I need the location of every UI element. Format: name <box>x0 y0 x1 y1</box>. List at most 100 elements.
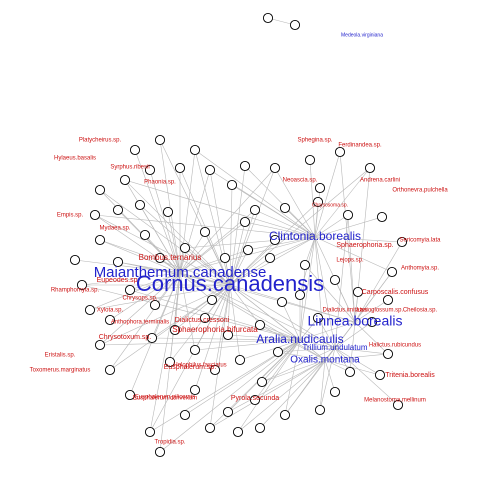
interaction-edge <box>227 334 301 341</box>
species-node <box>249 394 261 406</box>
interaction-edge <box>277 351 326 361</box>
species-node <box>149 299 161 311</box>
species-node <box>279 202 291 214</box>
insect-label: Sphegina.sp. <box>297 138 332 144</box>
interaction-edge <box>317 317 356 323</box>
insect-label: Hylaeus.basalis <box>54 156 96 162</box>
insect-label: Syrphus.ribesii <box>110 165 149 171</box>
species-node <box>312 312 324 324</box>
insect-label: Mydaea.sp. <box>99 226 130 232</box>
interaction-edge <box>247 236 316 251</box>
interaction-edge <box>129 284 231 291</box>
species-node <box>329 386 341 398</box>
interaction-edge <box>334 347 389 355</box>
interaction-edge <box>109 272 181 371</box>
interaction-edge <box>334 347 381 376</box>
node-layer <box>69 12 408 458</box>
interaction-edge <box>314 236 326 361</box>
interaction-edge <box>229 284 241 361</box>
species-node <box>154 446 166 458</box>
interaction-edge <box>314 236 393 273</box>
species-node <box>124 389 136 401</box>
species-node <box>289 19 301 31</box>
interaction-edge <box>334 321 356 349</box>
interaction-edge <box>259 324 301 341</box>
interaction-edge <box>227 339 301 413</box>
interaction-edge <box>209 284 231 429</box>
insect-label: Andrena.carlini <box>360 178 400 184</box>
insect-label: Neoascia.sp. <box>283 178 318 184</box>
species-node <box>162 206 174 218</box>
interaction-edge <box>259 324 326 361</box>
interaction-edge <box>179 231 206 274</box>
interaction-edge <box>299 339 336 349</box>
interaction-edge <box>314 201 319 238</box>
species-node <box>84 304 96 316</box>
interaction-edge <box>229 257 271 286</box>
interaction-edge <box>334 347 399 406</box>
species-node <box>144 164 156 176</box>
interaction-edge <box>159 139 181 274</box>
species-node <box>199 226 211 238</box>
interaction-edge <box>179 272 356 323</box>
interaction-edge <box>261 339 301 383</box>
species-node <box>76 279 88 291</box>
interaction-edge <box>317 317 336 349</box>
interaction-edge <box>277 347 336 353</box>
interaction-edge <box>229 184 233 286</box>
interaction-edge <box>124 179 231 286</box>
interaction-edge <box>259 359 326 429</box>
interaction-edge <box>254 339 301 401</box>
insect-label: Dialictus.imitatus <box>322 308 367 314</box>
species-node <box>382 348 394 360</box>
insect-label: Eupeodes.sp. <box>97 277 140 284</box>
edge-layer <box>74 17 403 453</box>
insect-label: Chrysotoxum.sp. <box>99 334 152 341</box>
interaction-edge <box>244 165 316 238</box>
species-node <box>232 426 244 438</box>
plant-label: Trillium.undulatum <box>302 343 367 352</box>
interaction-edge <box>179 272 213 301</box>
species-node <box>154 134 166 146</box>
species-node <box>376 211 388 223</box>
species-node <box>154 252 166 264</box>
interaction-edge <box>204 231 231 286</box>
interaction-edge <box>324 347 336 361</box>
species-node <box>239 216 251 228</box>
interaction-edge <box>179 167 276 274</box>
species-node <box>222 329 234 341</box>
insect-label: Helophilus.fasciatus <box>173 363 226 369</box>
interaction-edge <box>354 241 403 323</box>
interaction-edge <box>179 221 246 274</box>
interaction-edge <box>129 289 301 341</box>
interaction-edge <box>179 272 301 341</box>
interaction-edge <box>309 159 316 238</box>
interaction-edge <box>229 284 356 323</box>
species-node <box>219 252 231 264</box>
interaction-edge <box>324 359 381 376</box>
species-node <box>179 242 191 254</box>
species-node <box>269 162 281 174</box>
interaction-edge <box>347 214 356 323</box>
interaction-edge <box>229 221 246 286</box>
interaction-edge <box>81 284 301 341</box>
interaction-edge <box>244 221 316 238</box>
interaction-edge <box>314 216 383 238</box>
insect-label: Tropidia.sp. <box>154 440 185 446</box>
insect-label: Sericomyia.lata <box>399 238 441 244</box>
species-node <box>204 164 216 176</box>
species-node <box>222 406 234 418</box>
plant-label: Clintonia.borealis <box>269 229 361 243</box>
interaction-edge <box>179 249 249 274</box>
interaction-edge <box>314 214 349 238</box>
interaction-edge <box>81 272 181 286</box>
species-node <box>374 369 386 381</box>
interaction-edge <box>99 189 231 286</box>
species-node <box>144 426 156 438</box>
interaction-edge <box>139 204 181 274</box>
insect-label: Lasioglossum.sp. <box>357 308 404 314</box>
interaction-edge <box>209 169 316 238</box>
species-node <box>314 182 326 194</box>
species-node <box>112 204 124 216</box>
species-node <box>204 422 216 434</box>
